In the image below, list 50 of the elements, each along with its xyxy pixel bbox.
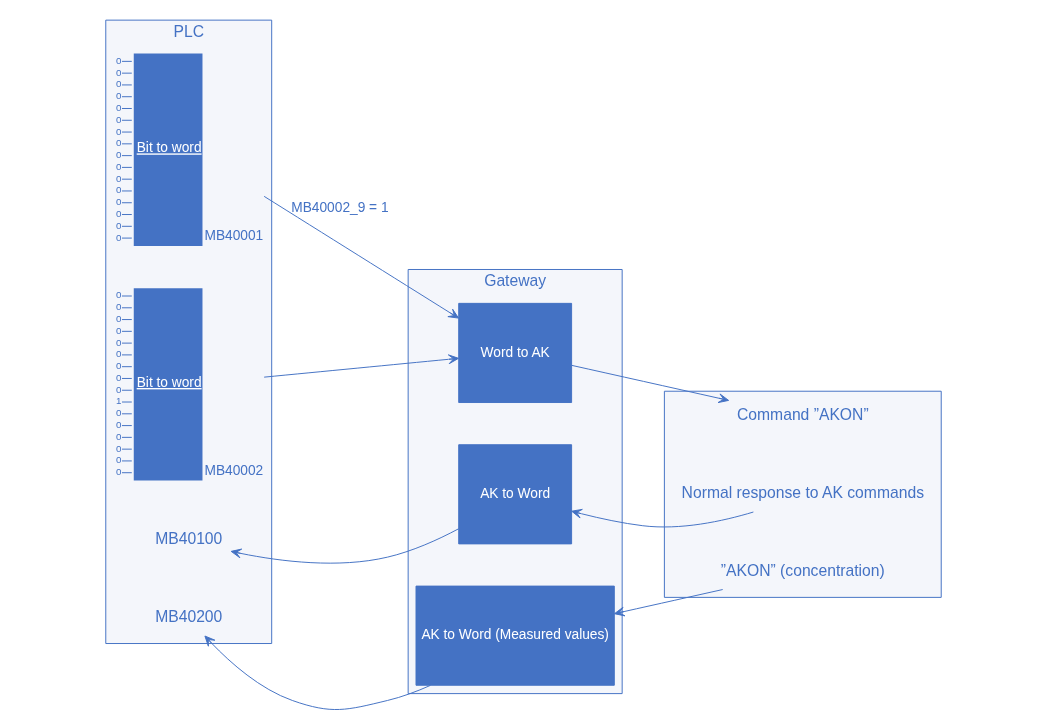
node-label: 0 xyxy=(116,172,122,184)
node-text: Command ”AKON” xyxy=(736,406,869,424)
arrow xyxy=(204,635,431,710)
node-label: 0 xyxy=(116,137,122,149)
node-box: AK to Word xyxy=(458,444,573,545)
arrow xyxy=(230,528,460,564)
node-label: 0 xyxy=(116,113,122,125)
node-label: 0 xyxy=(116,149,122,161)
node-label: 1 xyxy=(116,395,122,407)
node-text: MB40200 xyxy=(155,607,223,625)
node-label: MB40002 xyxy=(204,462,264,478)
node-label: 0 xyxy=(116,336,122,348)
node-label: 0 xyxy=(116,231,122,243)
node-label: 0 xyxy=(116,313,122,325)
node-label: 0 xyxy=(116,419,122,431)
node-label: 0 xyxy=(116,383,122,395)
node-label: 0 xyxy=(116,207,122,219)
node-label: 0 xyxy=(116,184,122,196)
node-label: 0 xyxy=(116,466,122,478)
node-label: 0 xyxy=(116,66,122,78)
node-label: 0 xyxy=(116,360,122,372)
node-box: AK to Word (Measured values) xyxy=(415,585,615,686)
node-label: 0 xyxy=(116,371,122,383)
node-label: 0 xyxy=(116,219,122,231)
node-label: 0 xyxy=(116,430,122,442)
node-label: 0 xyxy=(116,301,122,313)
node-label: 0 xyxy=(116,348,122,360)
node-label: 0 xyxy=(116,454,122,466)
arrow xyxy=(571,364,730,404)
node-label: 0 xyxy=(116,160,122,172)
node-label: 0 xyxy=(116,78,122,90)
node-text: ”AKON” (concentration) xyxy=(720,561,885,579)
arrow xyxy=(613,589,724,617)
node-label: 0 xyxy=(116,101,122,113)
node-label: MB40001 xyxy=(204,228,264,244)
node-text: MB40100 xyxy=(155,530,223,548)
node-label: 0 xyxy=(116,54,122,66)
node-label: 0 xyxy=(116,125,122,137)
node-label: 0 xyxy=(116,90,122,102)
arrow xyxy=(571,508,754,528)
arrow xyxy=(263,354,460,378)
node-box: Word to AK xyxy=(458,302,573,403)
arrow xyxy=(263,195,460,319)
node-text: Normal response to AK commands xyxy=(681,484,924,502)
node-label: 0 xyxy=(116,289,122,301)
node-label: 0 xyxy=(116,324,122,336)
node-label: 0 xyxy=(116,407,122,419)
node-label: 0 xyxy=(116,442,122,454)
node-label: 0 xyxy=(116,196,122,208)
edge-label: MB40002_9 = 1 xyxy=(291,199,389,215)
